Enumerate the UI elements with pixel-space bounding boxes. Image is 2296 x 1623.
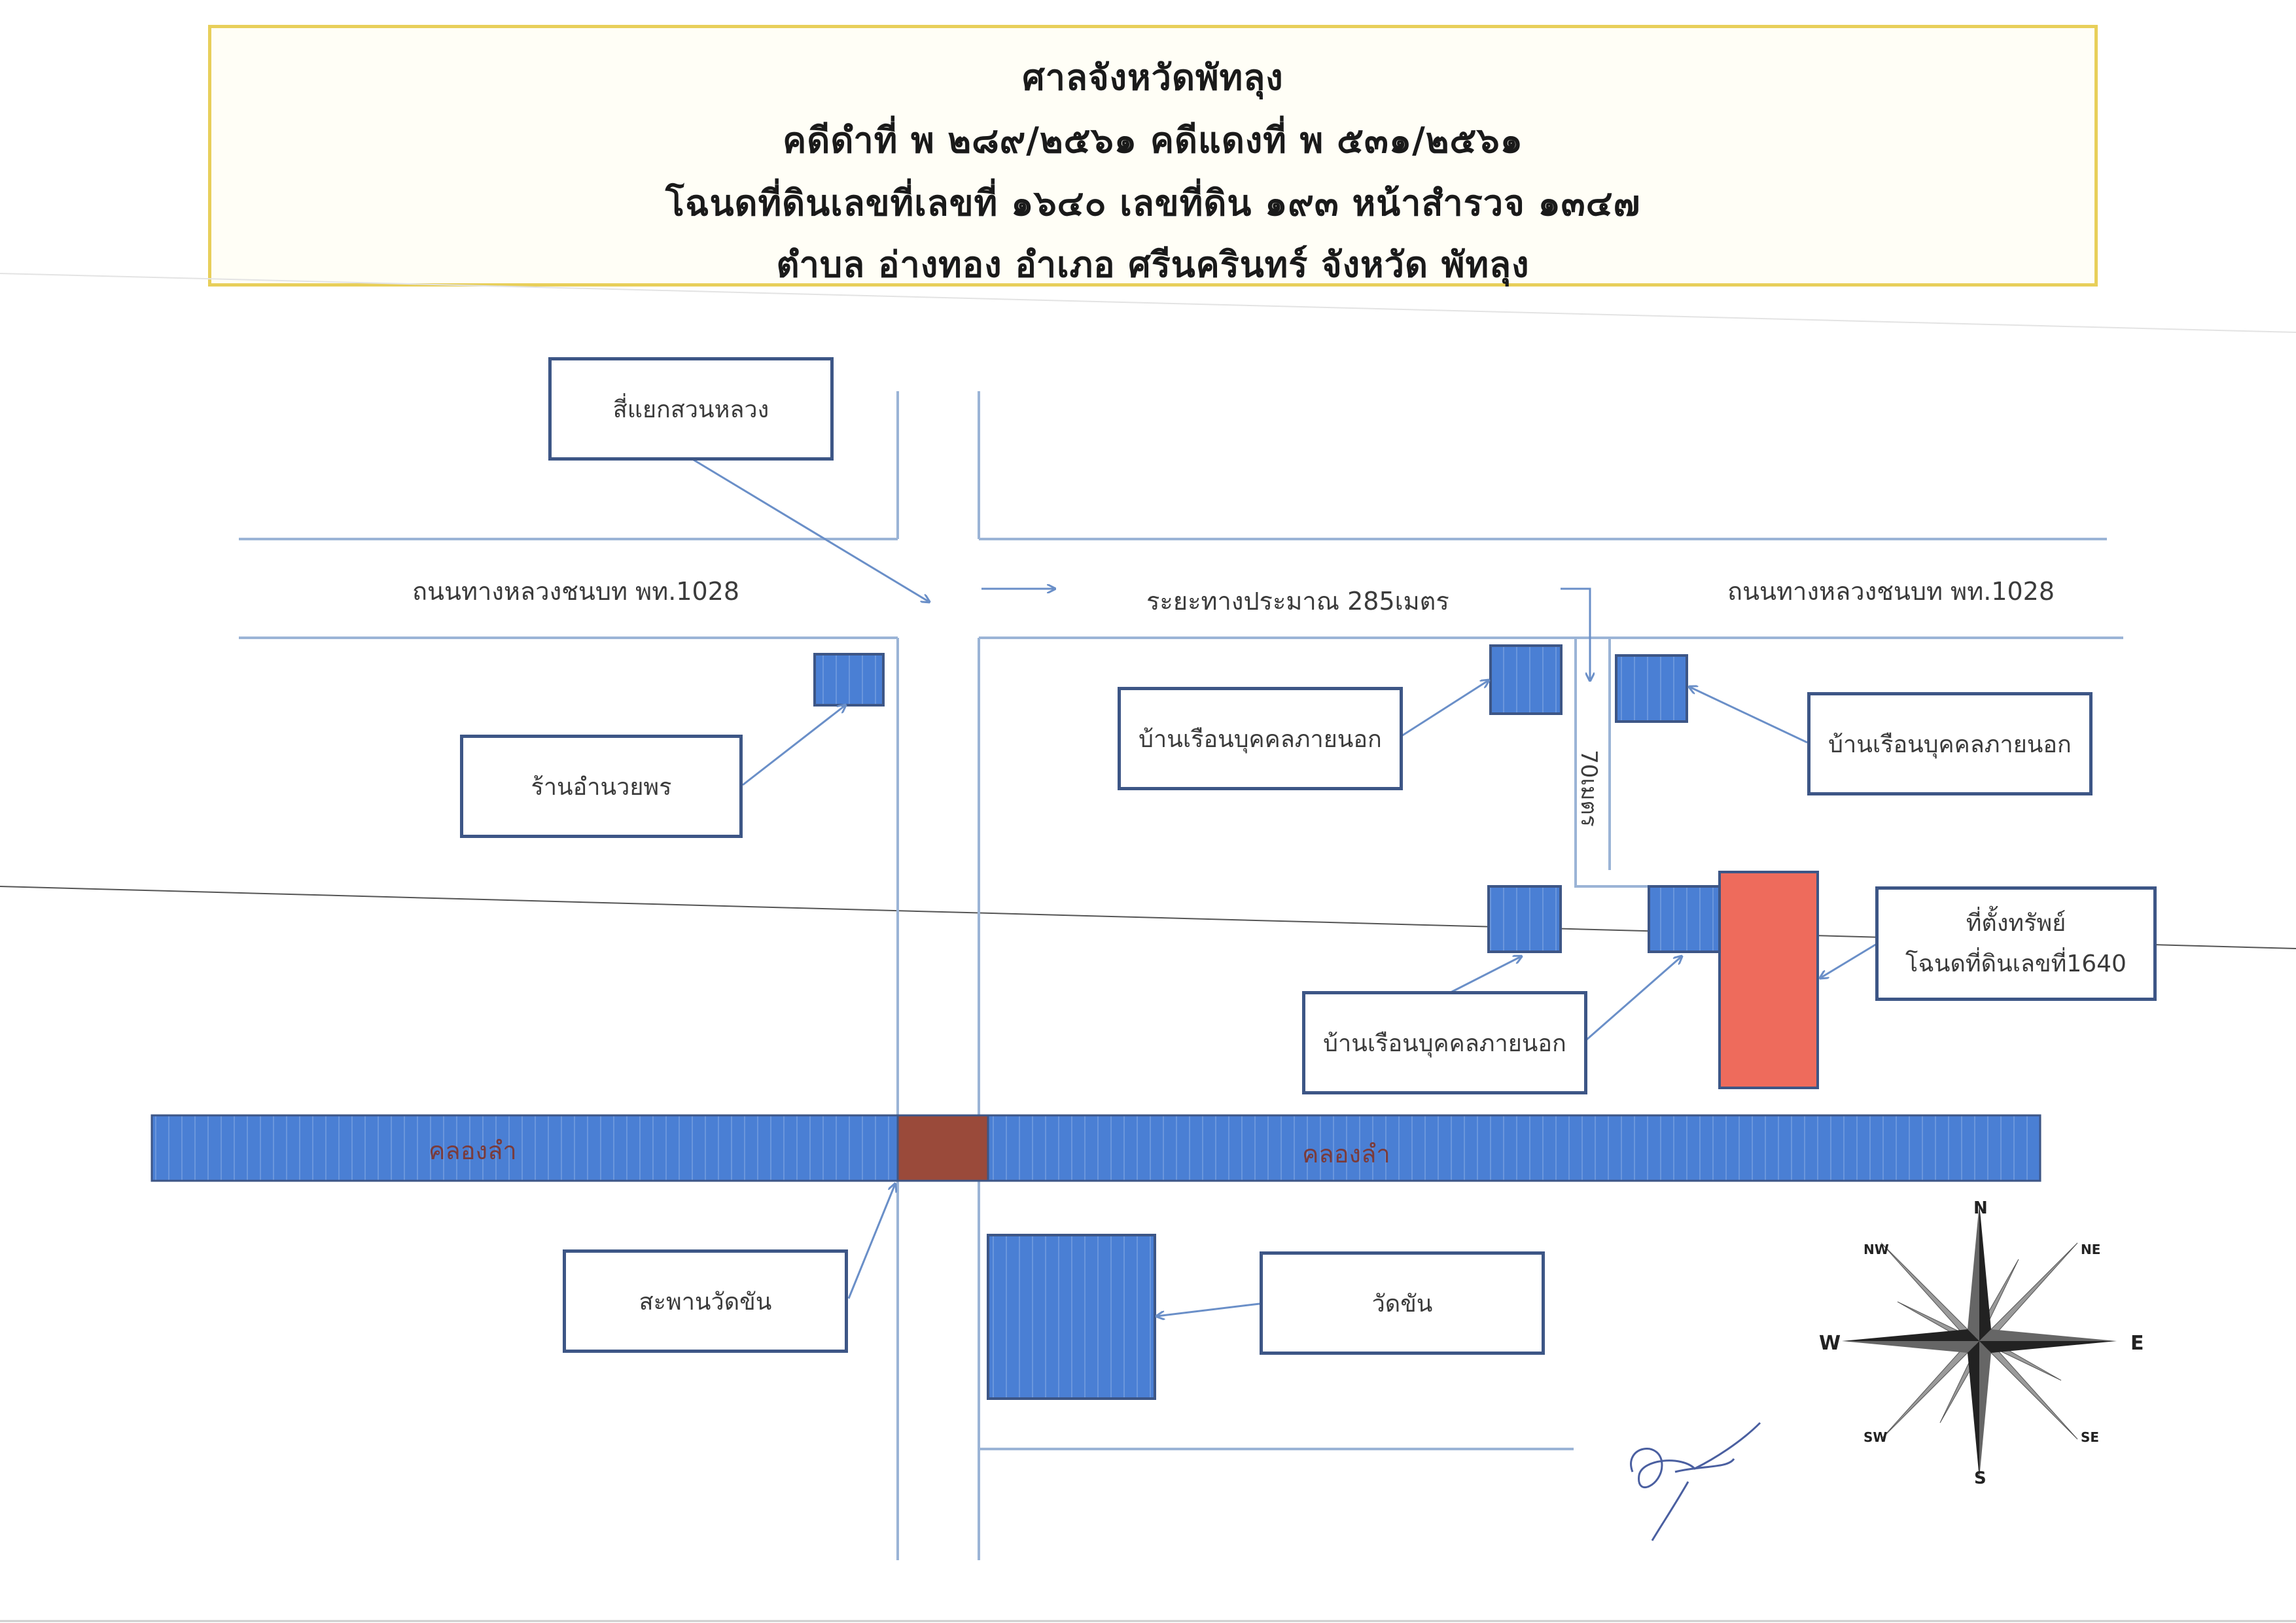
house-label-2: บ้านเรือนบุคคลภายนอก bbox=[1828, 731, 2072, 758]
arrow-intersection bbox=[693, 459, 929, 602]
location-info: ตำบล อ่างทอง อำเภอ ศรีนครินทร์ จังหวัด พ… bbox=[776, 244, 1530, 285]
building-house-c bbox=[1487, 885, 1562, 953]
canal-west bbox=[150, 1114, 899, 1182]
canal-label-west: คลองลำ bbox=[429, 1136, 517, 1165]
compass-rose bbox=[1842, 1204, 2117, 1478]
arrow-house-b bbox=[1689, 687, 1808, 744]
distance-label: ระยะทางประมาณ 285เมตร bbox=[1146, 587, 1449, 616]
bridge-label: สะพานวัดขัน bbox=[639, 1288, 772, 1316]
compass-n: N bbox=[1973, 1198, 1988, 1218]
scan-line bbox=[0, 273, 2296, 333]
compass-se: SE bbox=[2081, 1429, 2100, 1445]
bridge-box: สะพานวัดขัน bbox=[563, 1249, 848, 1353]
intersection-label: สี่แยกสวนหลวง bbox=[612, 396, 769, 423]
house-box-3: บ้านเรือนบุคคลภายนอก bbox=[1302, 991, 1587, 1094]
shop-label: ร้านอำนวยพร bbox=[531, 773, 672, 801]
court-name: ศาลจังหวัดพัทลุง bbox=[1022, 57, 1284, 98]
arrow-house-d bbox=[1585, 956, 1682, 1041]
compass-sw: SW bbox=[1863, 1429, 1888, 1445]
compass-w: W bbox=[1819, 1332, 1841, 1355]
case-header: ศาลจังหวัดพัทลุง คดีดำที่ พ ๒๘๙/๒๕๖๑ คดี… bbox=[208, 25, 2098, 287]
arrow-house-c bbox=[1449, 956, 1521, 994]
building-shop bbox=[813, 653, 885, 707]
road-lines bbox=[239, 391, 2123, 1560]
building-house-b bbox=[1615, 654, 1688, 723]
bridge-block bbox=[896, 1114, 989, 1182]
building-temple bbox=[987, 1234, 1156, 1400]
signature bbox=[1630, 1422, 1761, 1541]
shop-box: ร้านอำนวยพร bbox=[460, 735, 743, 838]
property-plot bbox=[1718, 871, 1819, 1089]
distance-vertical-label: 70เมตร bbox=[1575, 750, 1602, 827]
intersection-box: สี่แยกสวนหลวง bbox=[548, 357, 834, 461]
arrow-bridge bbox=[847, 1184, 895, 1299]
case-numbers: คดีดำที่ พ ๒๘๙/๒๕๖๑ คดีแดงที่ พ ๕๓๑/๒๕๖๑ bbox=[783, 120, 1523, 161]
arrow-distance-down bbox=[1561, 587, 1590, 680]
building-house-d bbox=[1648, 885, 1721, 953]
house-box-1: บ้านเรือนบุคคลภายนอก bbox=[1118, 687, 1403, 790]
compass-s: S bbox=[1974, 1469, 1987, 1488]
canal-label-east: คลองลำ bbox=[1302, 1140, 1390, 1168]
arrow-property bbox=[1820, 943, 1877, 978]
compass-nw: NW bbox=[1863, 1242, 1889, 1257]
canal-east bbox=[987, 1114, 2041, 1182]
road-name-west: ถนนทางหลวงชนบท พท.1028 bbox=[412, 577, 740, 606]
arrow-house-a bbox=[1401, 680, 1489, 737]
house-label-3: บ้านเรือนบุคคลภายนอก bbox=[1323, 1030, 1566, 1057]
temple-box: วัดขัน bbox=[1260, 1251, 1545, 1355]
compass-e: E bbox=[2130, 1332, 2144, 1355]
road-name-east: ถนนทางหลวงชนบท พท.1028 bbox=[1727, 577, 2055, 606]
property-label-deed: โฉนดที่ดินเลขที่1640 bbox=[1905, 950, 2127, 977]
arrow-temple bbox=[1157, 1302, 1260, 1316]
temple-label: วัดขัน bbox=[1371, 1290, 1433, 1318]
house-label-1: บ้านเรือนบุคคลภายนอก bbox=[1139, 725, 1382, 753]
property-label-title: ที่ตั้งทรัพย์ bbox=[1966, 909, 2066, 937]
building-house-a bbox=[1489, 644, 1563, 715]
property-box: ที่ตั้งทรัพย์ โฉนดที่ดินเลขที่1640 bbox=[1875, 886, 2157, 1001]
house-box-2: บ้านเรือนบุคคลภายนอก bbox=[1807, 692, 2093, 795]
compass-ne: NE bbox=[2081, 1242, 2101, 1257]
deed-info: โฉนดที่ดินเลขที่เลขที่ ๑๖๔๐ เลขที่ดิน ๑๙… bbox=[665, 183, 1641, 224]
arrow-shop bbox=[742, 705, 845, 786]
